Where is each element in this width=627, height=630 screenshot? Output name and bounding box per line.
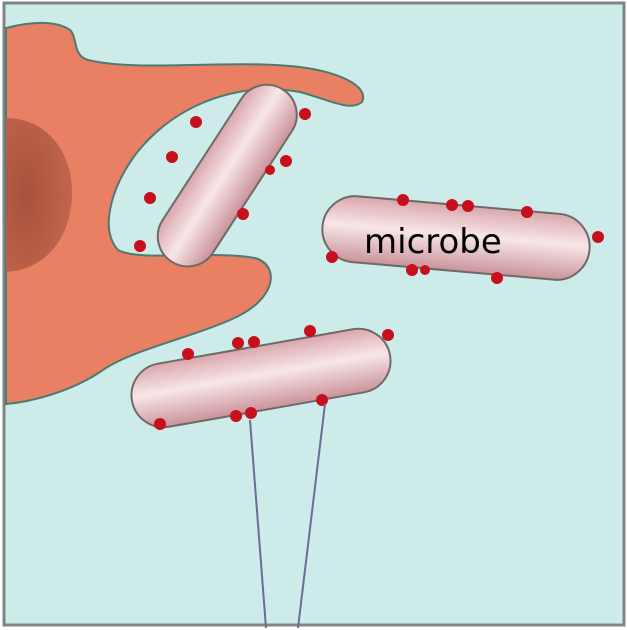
microbe-label: microbe — [364, 222, 502, 262]
